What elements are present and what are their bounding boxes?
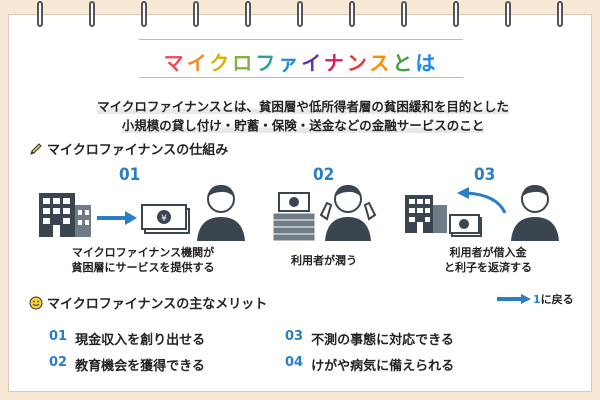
merit-text: 現金収入を創り出せる	[75, 333, 206, 348]
merits-heading: マイクロファイナンスの主なメリット	[29, 293, 267, 312]
binder-ring	[89, 1, 95, 27]
infographic-card: マイクロファイナンスとは マイクロファイナンスとは、貧困層や低所得者層の貧困緩和…	[8, 1, 593, 392]
step-1-caption-line-1: マイクロファイナンス機関が	[71, 246, 215, 259]
title-char: ン	[346, 51, 370, 75]
title-char: フ	[255, 51, 279, 75]
merit-text: 教育機会を獲得できる	[75, 359, 205, 374]
step-1-caption: マイクロファイナンス機関が 貧困層にサービスを提供する	[33, 245, 253, 275]
svg-text:¥: ¥	[161, 214, 167, 224]
title-rule-top	[139, 39, 463, 40]
step-2-caption: 利用者が潤う	[291, 254, 357, 267]
merit-number: 01	[49, 329, 68, 344]
back-to-step-note: 1 に戻る	[497, 291, 574, 307]
merit-item: 03 不測の事態に対応できる	[285, 329, 454, 348]
smiley-icon	[29, 296, 43, 309]
binder-ring	[37, 1, 43, 27]
title-char: イ	[186, 51, 210, 75]
step-number-2: 02	[313, 165, 335, 185]
title-char: ロ	[232, 51, 256, 75]
title-char: イ	[301, 51, 324, 75]
banknote-icon: ¥	[141, 204, 190, 234]
page-title: マイクロファイナンスとは	[9, 47, 593, 76]
binder-ring	[245, 1, 251, 27]
money-stack-icon	[272, 192, 316, 242]
binder-ring	[297, 1, 303, 27]
title-char: ス	[369, 51, 393, 75]
title-rule-bottom	[139, 77, 463, 78]
building-icon	[39, 193, 91, 237]
lead-line-2: 小規模の貸し付け・貯蓄・保険・送金などの金融サービスのこと	[121, 118, 485, 133]
title-char: と	[392, 51, 416, 75]
title-char: ァ	[278, 51, 302, 75]
back-note-text: に戻る	[540, 293, 574, 306]
binder-ring	[349, 1, 355, 27]
step-3-caption-line-2: と利子を返済する	[444, 261, 532, 274]
title-char: ナ	[323, 51, 347, 75]
back-step-number: 1	[533, 292, 541, 306]
lead-text: マイクロファイナンスとは、貧困層や低所得者層の貧困緩和を目的とした 小規模の貸し…	[33, 97, 573, 135]
merit-number: 03	[285, 329, 304, 344]
merit-number: 04	[285, 355, 304, 370]
person-icon	[511, 185, 559, 241]
merit-item: 02 教育機会を獲得できる	[49, 355, 205, 374]
building-icon	[405, 195, 447, 233]
step-1-caption-line-2: 貧困層にサービスを提供する	[71, 261, 215, 274]
merits-heading-text: マイクロファイナンスの主なメリット	[47, 297, 268, 312]
title-char: ク	[209, 51, 233, 75]
mechanism-heading-text: マイクロファイナンスの仕組み	[47, 143, 229, 158]
merit-number: 02	[49, 355, 68, 370]
arrow-right-icon	[97, 211, 137, 225]
step-3-caption-line-1: 利用者が借入金	[449, 246, 527, 259]
merit-text: 不測の事態に対応できる	[311, 333, 454, 348]
happy-person-icon	[319, 185, 377, 241]
binder-ring	[141, 1, 147, 27]
binder-ring	[557, 1, 563, 27]
pencil-icon	[30, 142, 42, 155]
lead-line-1: マイクロファイナンスとは、貧困層や低所得者層の貧困緩和を目的とした	[97, 99, 509, 114]
person-icon	[197, 185, 245, 241]
binder-ring	[193, 1, 199, 27]
binder-ring	[401, 1, 407, 27]
binder-ring	[453, 1, 459, 27]
merit-text: けがや病気に備えられる	[311, 359, 455, 374]
binder-rings	[9, 1, 593, 29]
curved-arrow-icon	[457, 187, 507, 214]
step-number-3: 03	[474, 165, 496, 185]
merit-item: 01 現金収入を創り出せる	[49, 329, 205, 348]
arrow-right-icon	[497, 294, 531, 304]
merit-item: 04 けがや病気に備えられる	[285, 355, 454, 374]
banknote-icon	[449, 214, 482, 237]
binder-ring	[505, 1, 511, 27]
mechanism-heading: マイクロファイナンスの仕組み	[29, 139, 228, 158]
step-3-caption: 利用者が借入金 と利子を返済する	[413, 245, 563, 275]
title-char: は	[415, 51, 439, 75]
step-number-1: 01	[119, 165, 141, 185]
title-char: マ	[163, 51, 187, 75]
